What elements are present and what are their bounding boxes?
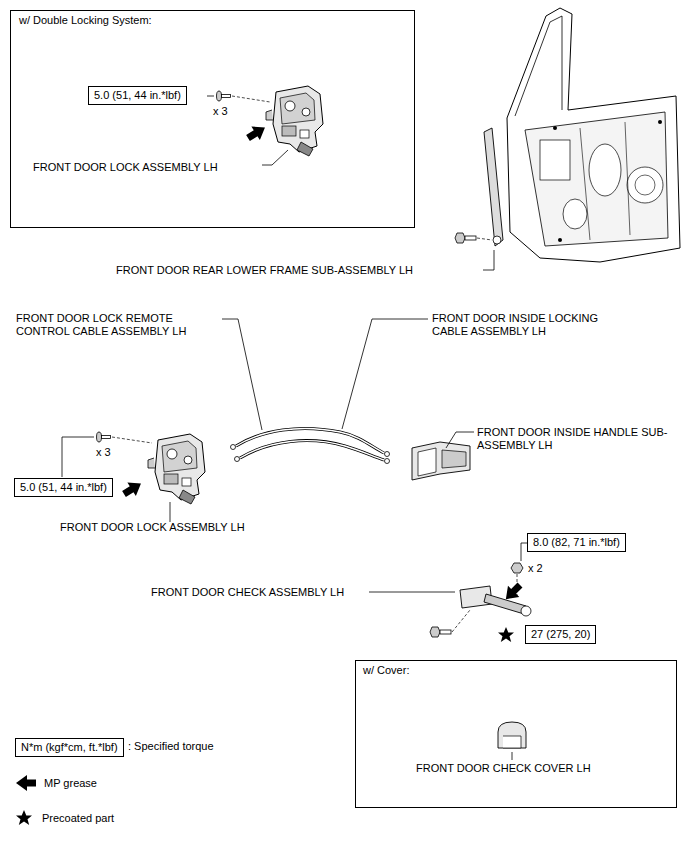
torque-box: 8.0 (82, 71 in.*lbf) [527, 533, 626, 552]
legend-text: : Specified torque [128, 740, 214, 753]
part-label: FRONT DOOR LOCK REMOTE CONTROL CABLE ASS… [16, 312, 216, 338]
door-check-illustration [369, 543, 531, 642]
part-label: x 3 [213, 105, 228, 118]
check-cover-illustration [498, 722, 526, 760]
torque-box: 27 (275, 20) [525, 625, 596, 644]
part-label: FRONT DOOR LOCK ASSEMBLY LH [60, 521, 245, 534]
torque-value: 8.0 (82, 71 in.*lbf) [533, 536, 620, 549]
part-label: FRONT DOOR LOCK ASSEMBLY LH [33, 161, 218, 174]
lock-illustration [62, 432, 205, 522]
door-illustration [507, 8, 680, 262]
torque-value: 5.0 (51, 44 in.*lbf) [20, 481, 107, 494]
legend-text: Precoated part [42, 812, 114, 825]
double-lock-illustration [207, 86, 323, 165]
handle-illustration [412, 432, 474, 480]
part-label: FRONT DOOR INSIDE HANDLE SUB-ASSEMBLY LH [477, 426, 672, 452]
torque-box: 5.0 (51, 44 in.*lbf) [14, 478, 113, 497]
option-panel: w/ Double Locking System: x 3 FRONT DOOR L… [10, 10, 415, 228]
panel-heading: w/ Double Locking System: [19, 14, 152, 27]
torque-value: 27 (275, 20) [531, 628, 590, 641]
lower-frame-illustration [455, 128, 503, 270]
torque-value: 5.0 (51, 44 in.*lbf) [94, 89, 181, 102]
legend-symbols [16, 775, 36, 825]
quantity-label: x 3 [96, 446, 111, 459]
part-label: FRONT DOOR CHECK ASSEMBLY LH [151, 586, 344, 599]
legend-text: MP grease [44, 777, 97, 790]
part-label: FRONT DOOR INSIDE LOCKING CABLE ASSEMBLY… [432, 312, 632, 338]
torque-value: N*m (kgf*cm, ft.*lbf) [21, 741, 118, 754]
part-label: FRONT DOOR CHECK COVER LH [416, 762, 591, 775]
part-label: FRONT DOOR REAR LOWER FRAME SUB-ASSEMBLY… [116, 264, 413, 277]
panel-heading: w/ Cover: [363, 664, 409, 677]
torque-box: N*m (kgf*cm, ft.*lbf) [15, 738, 124, 757]
cable-illustration [222, 319, 428, 464]
option-panel: w/ Cover: FRONT DOOR CHECK COVER LH [355, 660, 677, 808]
quantity-label: x 2 [528, 562, 543, 575]
torque-box: 5.0 (51, 44 in.*lbf) [88, 86, 187, 105]
